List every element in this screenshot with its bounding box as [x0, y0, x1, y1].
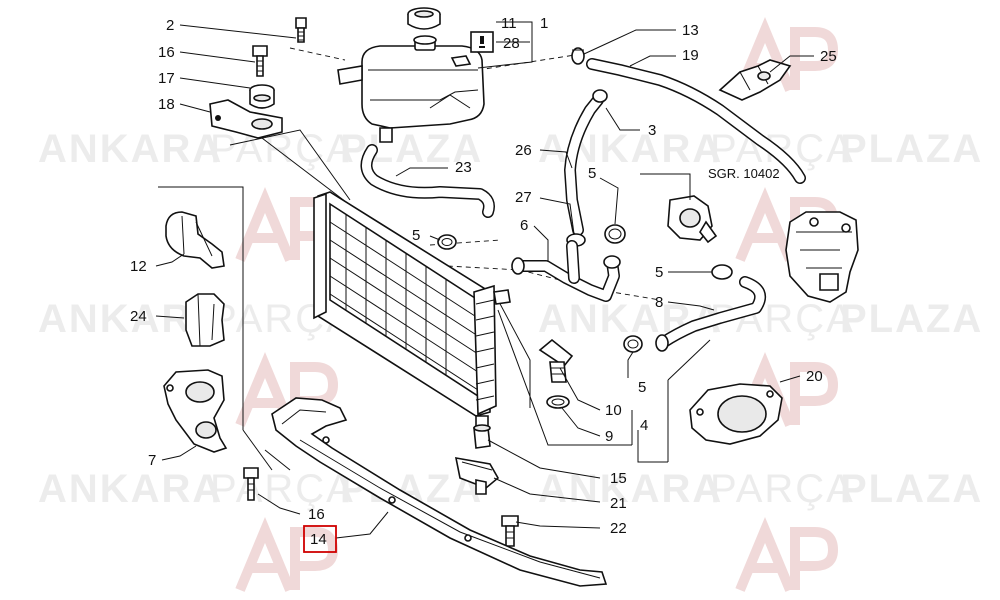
hose-clip-13: [571, 47, 585, 65]
callout-label: 2: [166, 17, 174, 34]
callout-label: 4: [640, 417, 648, 434]
reference-label: SGR. 10402: [708, 166, 780, 181]
hose-19: [586, 58, 806, 184]
callout-label: 12: [130, 258, 147, 275]
watermark-text: ANKARA: [38, 127, 223, 171]
hose-clamp-5d: [623, 335, 643, 353]
callout-label: 16: [158, 44, 175, 61]
callout-label: 23: [455, 159, 472, 176]
hose-clamp-5c: [437, 234, 457, 250]
callout-label: 13: [682, 22, 699, 39]
watermark-logo-bottom: [235, 517, 339, 592]
seal-ring-9: [546, 395, 570, 409]
callout-label: 17: [158, 70, 175, 87]
drain-plug-10: [538, 338, 574, 383]
thermostat-housing: [667, 195, 718, 244]
mount-bracket-18: [209, 99, 283, 139]
callout-labels: 2 16 17 18 11 1 28 13 19 25 3 26 5 23 27…: [130, 15, 837, 553]
radiator: [313, 191, 511, 429]
callout-label: 5: [655, 264, 663, 281]
callout-label: 15: [610, 470, 627, 487]
watermark-logo-bottom2: [735, 517, 839, 592]
watermark-text: ANKARA: [38, 467, 223, 511]
callout-label: 18: [158, 96, 175, 113]
callout-label: 22: [610, 520, 627, 537]
callout-label: 6: [520, 217, 528, 234]
callout-label: 5: [588, 165, 596, 182]
tank-cap: [407, 7, 441, 30]
watermark-text: PLAZA: [840, 297, 983, 341]
rubber-mount-17: [249, 84, 275, 109]
bolt-16-bottom: [243, 467, 259, 501]
callout-label: 21: [610, 495, 627, 512]
callout-label: 20: [806, 368, 823, 385]
callout-label: 28: [503, 35, 520, 52]
highlight-box: [303, 525, 337, 553]
sensor-21: [454, 457, 500, 495]
watermark-text: PLAZA: [840, 467, 983, 511]
callout-label: 24: [130, 308, 147, 325]
expansion-tank: [337, 35, 485, 143]
callout-label-highlighted: 14: [310, 531, 327, 548]
callout-label: 5: [412, 227, 420, 244]
engine-block: [785, 211, 859, 303]
hose-6: [511, 240, 621, 302]
guide-lines: [158, 47, 711, 471]
bolt-22: [501, 515, 519, 547]
watermark-text: PARÇA: [210, 467, 355, 511]
callout-label: 25: [820, 48, 837, 65]
gasket-20: [689, 383, 783, 445]
callout-label: 3: [648, 122, 656, 139]
watermark-text: PLAZA: [840, 127, 983, 171]
info-plate-icon: [470, 31, 494, 53]
hose-26: [564, 89, 608, 236]
callout-label: 5: [638, 379, 646, 396]
watermark-layer: ANKARA PARÇA PLAZA ANKARA PARÇA PLAZA AN…: [38, 17, 983, 592]
hose-8: [655, 276, 767, 352]
callout-label: 16: [308, 506, 325, 523]
bracket-7: [163, 369, 228, 453]
callout-label: 27: [515, 189, 532, 206]
crossmember-14: [271, 397, 608, 587]
air-duct-12: [165, 211, 225, 269]
hose-clamp-5b: [711, 264, 733, 280]
callout-label: 7: [148, 452, 156, 469]
callout-label: 9: [605, 428, 613, 445]
watermark-text: ANKARA: [538, 467, 723, 511]
watermark-text: ANKARA: [538, 297, 723, 341]
rubber-mount-15: [473, 424, 491, 449]
watermark-text: PARÇA: [710, 467, 855, 511]
hose-23: [360, 144, 495, 218]
callout-label: 19: [682, 47, 699, 64]
hose-clamp-5a: [604, 224, 626, 244]
callout-label: 26: [515, 142, 532, 159]
callout-label: 8: [655, 294, 663, 311]
callout-label: 11: [501, 15, 517, 32]
callout-label: 1: [540, 15, 548, 32]
bolt-2: [295, 17, 307, 43]
bolt-16-top: [252, 45, 268, 77]
bracket-24: [185, 293, 225, 347]
callout-label: 10: [605, 402, 622, 419]
leader-lines: [155, 21, 814, 539]
